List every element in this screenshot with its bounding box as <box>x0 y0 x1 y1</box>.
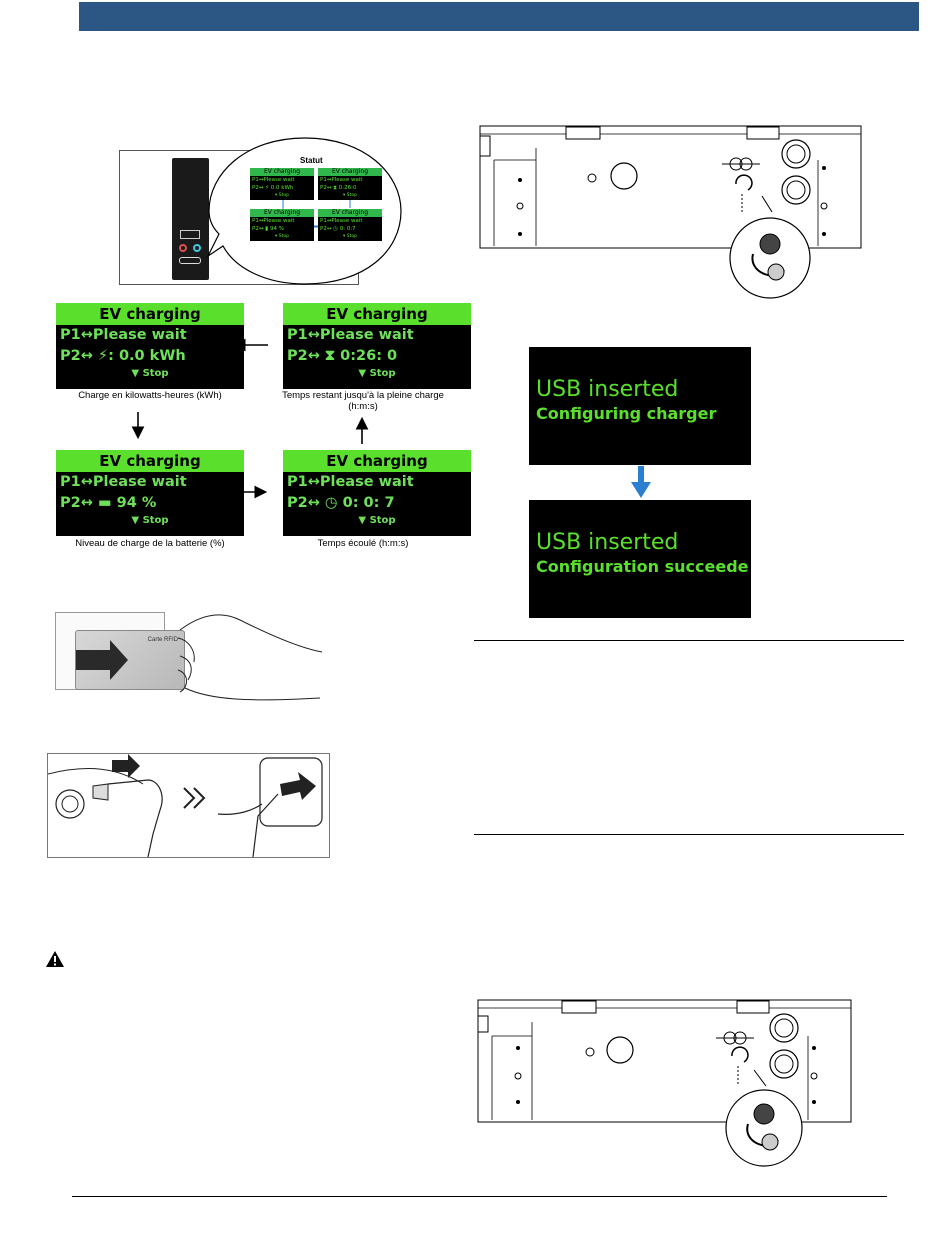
section-rule-2 <box>474 834 904 835</box>
page-header-bar <box>79 2 919 31</box>
charger-bottom-view-1 <box>479 125 862 299</box>
lcd-screen-kwh: EV charging P1↔Please wait P2↔ ⚡: 0.0 kW… <box>56 303 244 389</box>
caption-remaining: Temps restant jusqu'à la pleine charge (… <box>282 390 444 412</box>
lcd-screen-remaining: EV charging P1↔Please wait P2↔ ⧗ 0:26: 0… <box>283 303 471 389</box>
lcd-screen-elapsed: EV charging P1↔Please wait P2↔ ◷ 0: 0: 7… <box>283 450 471 536</box>
mini-screen-kwh: EV charging P1↔Please wait P2↔ ⚡ 0.0 kWh… <box>250 168 314 200</box>
rfid-hand-illustration <box>76 614 323 701</box>
footer-rule <box>72 1196 887 1197</box>
mini-screen-battery: EV charging P1↔Please wait P2↔ ▮ 94 % ▾ … <box>250 209 314 241</box>
lcd-screen-battery: EV charging P1↔Please wait P2↔ ▬ 94 % ▼ … <box>56 450 244 536</box>
rfid-card-label: Carte RFID <box>147 637 178 643</box>
charger-bottom-view-2 <box>477 999 852 1167</box>
plug-in-illustration <box>48 754 323 857</box>
plug-in-figure <box>47 753 330 858</box>
usb-screen-success: USB inserted Configuration succeede <box>529 500 751 618</box>
caption-battery: Niveau de charge de la batterie (%) <box>75 538 225 549</box>
charger-front-panel <box>172 158 209 280</box>
warning-icon <box>46 951 64 967</box>
caption-elapsed: Temps écoulé (h:m:s) <box>317 538 409 549</box>
bubble-title: Statut <box>300 156 323 165</box>
section-rule-1 <box>474 640 904 641</box>
usb-screen-configuring: USB inserted Configuring charger <box>529 347 751 465</box>
usb-down-arrow-icon <box>631 466 651 498</box>
caption-kwh: Charge en kilowatts-heures (kWh) <box>78 390 222 401</box>
mini-screen-remaining: EV charging P1↔Please wait P2↔ ⧗ 0:26:0 … <box>318 168 382 200</box>
screen-flow-arrows <box>131 338 369 499</box>
mini-screen-elapsed: EV charging P1↔Please wait P2↔ ◷ 0: 0:7 … <box>318 209 382 241</box>
